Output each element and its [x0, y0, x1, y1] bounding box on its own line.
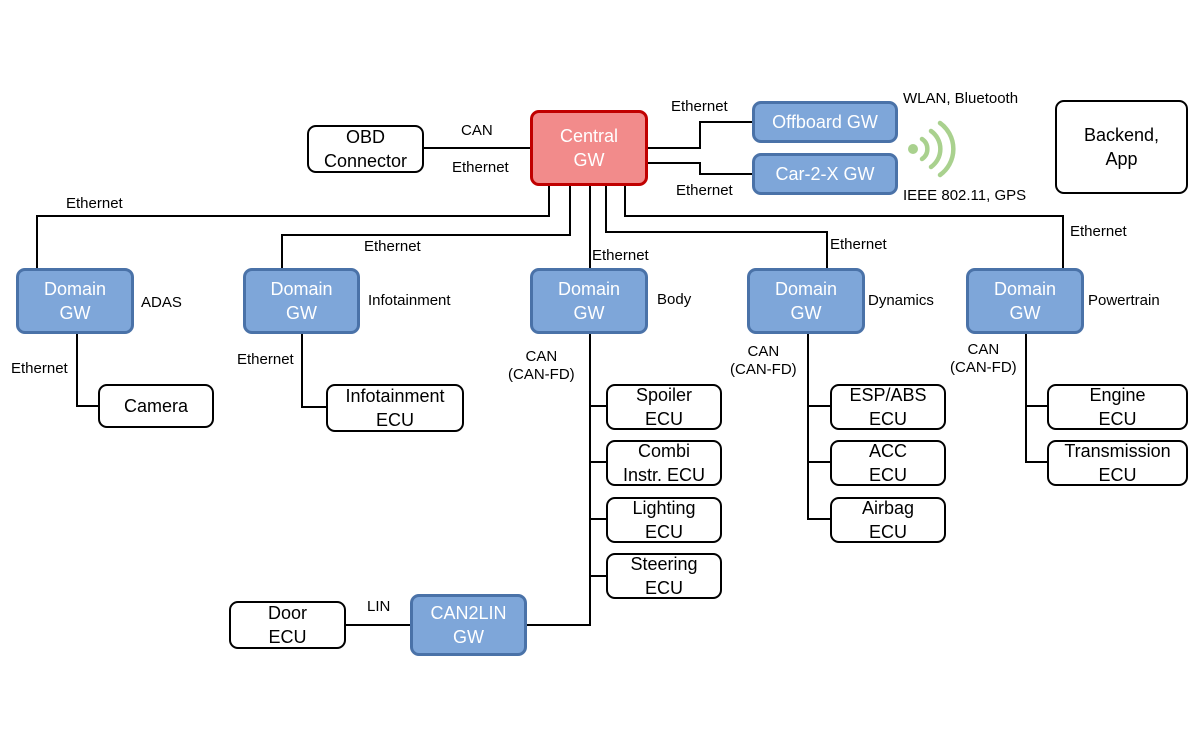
dynamics-bus-label: CAN (CAN-FD) [730, 343, 797, 378]
obd-can-label: CAN [461, 122, 493, 139]
body-label: Body [657, 291, 692, 308]
wifi-signal-icon [908, 120, 956, 178]
central-gw-node: Central GW [530, 110, 648, 186]
adas-uplink-label: Ethernet [66, 195, 123, 212]
offboard-gw-node: Offboard GW [752, 101, 898, 143]
domain-gw-infotainment: Domain GW [243, 268, 360, 334]
obd-ethernet-label: Ethernet [452, 159, 509, 176]
acc-ecu-node: ACC ECU [830, 440, 946, 486]
lighting-ecu-node: Lighting ECU [606, 497, 722, 543]
central-adas-link [36, 185, 550, 270]
body-bus-label: CAN (CAN-FD) [508, 348, 575, 383]
combi-instr-ecu-node: Combi Instr. ECU [606, 440, 722, 486]
infotainment-uplink-label: Ethernet [364, 238, 421, 255]
car2x-ethernet-label: Ethernet [676, 182, 733, 199]
spoiler-ecu-node: Spoiler ECU [606, 384, 722, 430]
lin-label: LIN [367, 598, 391, 615]
infotainment-bus-label: Ethernet [237, 351, 294, 368]
powertrain-label: Powertrain [1088, 292, 1160, 309]
central-dynamics-link [605, 185, 828, 270]
car2x-gw-node: Car-2-X GW [752, 153, 898, 195]
infotainment-label: Infotainment [368, 292, 451, 309]
central-offboard-link [648, 121, 754, 149]
engine-ecu-node: Engine ECU [1047, 384, 1188, 430]
steering-ecu-node: Steering ECU [606, 553, 722, 599]
adas-bus-label: Ethernet [11, 360, 68, 377]
dynamics-label: Dynamics [868, 292, 934, 309]
powertrain-uplink-label: Ethernet [1070, 223, 1127, 240]
obd-connector-node: OBD Connector [307, 125, 424, 173]
powertrain-bus-label: CAN (CAN-FD) [950, 341, 1017, 376]
domain-gw-body: Domain GW [530, 268, 648, 334]
transmission-ecu-node: Transmission ECU [1047, 440, 1188, 486]
backend-app-node: Backend, App [1055, 100, 1188, 194]
door-ecu-node: Door ECU [229, 601, 346, 649]
central-infotainment-link [281, 185, 571, 270]
domain-gw-powertrain: Domain GW [966, 268, 1084, 334]
dynamics-bus-line [807, 332, 830, 520]
adas-label: ADAS [141, 294, 182, 311]
ieee-gps-label: IEEE 802.11, GPS [903, 187, 1027, 204]
infotainment-ecu-node: Infotainment ECU [326, 384, 464, 432]
adas-camera-link [76, 332, 98, 407]
central-powertrain-link [624, 185, 1064, 270]
can2lin-gw-node: CAN2LIN GW [410, 594, 527, 656]
wlan-bluetooth-label: WLAN, Bluetooth [903, 90, 1019, 107]
central-car2x-link [648, 162, 754, 175]
body-uplink-label: Ethernet [592, 247, 649, 264]
domain-gw-adas: Domain GW [16, 268, 134, 334]
offboard-ethernet-label: Ethernet [671, 98, 728, 115]
body-bus-line [526, 332, 591, 626]
airbag-ecu-node: Airbag ECU [830, 497, 946, 543]
camera-node: Camera [98, 384, 214, 428]
esp-abs-ecu-node: ESP/ABS ECU [830, 384, 946, 430]
domain-gw-dynamics: Domain GW [747, 268, 865, 334]
powertrain-bus-line [1025, 332, 1047, 463]
dynamics-uplink-label: Ethernet [830, 236, 887, 253]
infotainment-ecu-link [301, 332, 326, 408]
